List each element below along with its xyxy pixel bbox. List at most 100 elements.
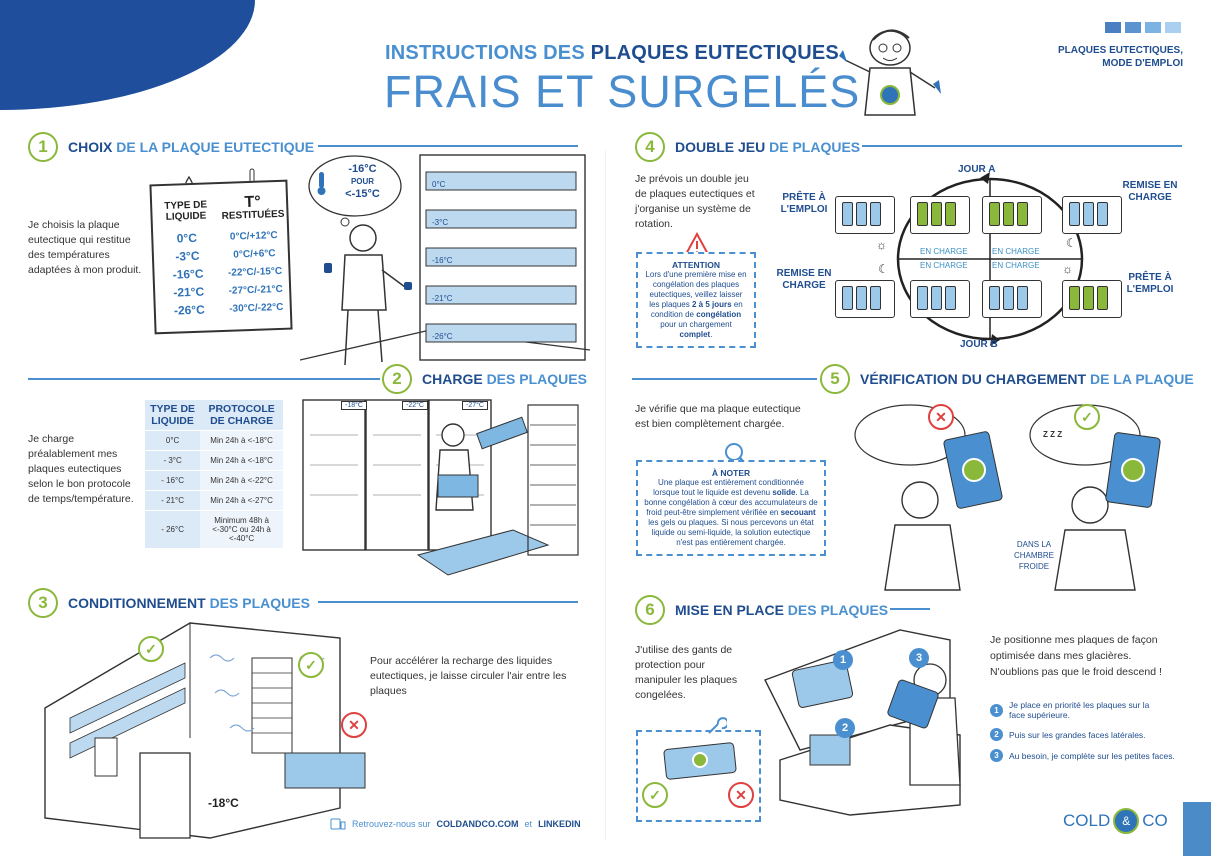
cold-room-label: DANS LA CHAMBRE FROIDE <box>1013 540 1054 571</box>
sign-cell: -26°C <box>173 302 205 318</box>
bubble-text: -16°C POUR <-15°C <box>345 163 380 200</box>
guide-label: PLAQUES EUTECTIQUES, MODE D'EMPLOI <box>1058 44 1183 70</box>
check-icon: ✓ <box>1074 404 1100 430</box>
gloves-box <box>636 730 761 822</box>
cross-icon: ✕ <box>341 712 367 738</box>
section-number: 6 <box>635 595 665 625</box>
sign-cell: -3°C <box>175 248 200 264</box>
sign-cell: 0°C <box>176 230 198 246</box>
list-item: 3 Au besoin, je complète sur les petites… <box>990 749 1184 762</box>
section-number: 1 <box>28 132 58 162</box>
page-tab <box>1183 802 1211 856</box>
check-icon: ✓ <box>298 652 324 678</box>
section-title: CHOIX DE LA PLAQUE EUTECTIQUE <box>68 139 315 155</box>
section-title: CONDITIONNEMENT DES PLAQUES <box>68 595 310 611</box>
footer-and: et <box>524 819 533 829</box>
sign-header-liquid: TYPE DE LIQUIDE <box>164 199 208 223</box>
sign-cell: -30°C/-22°C <box>229 301 284 315</box>
square <box>1125 22 1141 33</box>
shelf-label: -21°C <box>432 294 453 303</box>
guide-line-2: MODE D'EMPLOI <box>1102 58 1183 69</box>
tray-charging <box>910 280 970 318</box>
sun-icon: ☼ <box>1062 262 1073 276</box>
recharge-label: REMISE EN CHARGE <box>776 268 832 291</box>
freezer-temp: -18°C <box>341 401 367 410</box>
square <box>1165 22 1181 33</box>
jour-a-label: JOUR A <box>958 164 996 175</box>
tray-recharge <box>835 280 895 318</box>
tray-charging <box>982 196 1042 234</box>
section-rule <box>28 378 380 380</box>
section-3-header: 3 CONDITIONNEMENT DES PLAQUES <box>28 588 310 618</box>
corner-decoration <box>0 0 255 110</box>
charging-label: EN CHARGE <box>920 247 968 256</box>
guide-line-1: PLAQUES EUTECTIQUES, <box>1057 45 1183 56</box>
brand-logo: COLD & CO <box>1063 808 1168 834</box>
section-3-text: Pour accélérer la recharge des liquides … <box>370 655 567 697</box>
section-1-text: Je choisis la plaque eutectique qui rest… <box>28 219 142 276</box>
section-1-header: 1 CHOIX DE LA PLAQUE EUTECTIQUE <box>28 132 314 162</box>
plate-with-gloves <box>663 742 737 780</box>
section-2-header: 2 CHARGE DES PLAQUES <box>382 364 587 394</box>
step-badge: 1 <box>833 650 853 670</box>
footer-site-link[interactable]: COLDANDCO.COM <box>436 819 519 829</box>
section-5-header: 5 VÉRIFICATION DU CHARGEMENT DE LA PLAQU… <box>820 364 1194 394</box>
freezer-temp: -27°C <box>462 401 488 410</box>
sign-cell: 0°C/+12°C <box>229 229 278 243</box>
step-badge: 3 <box>909 648 929 668</box>
list-item: 2 Puis sur les grandes faces latérales. <box>990 728 1184 741</box>
charging-label: EN CHARGE <box>992 261 1040 270</box>
section-rule <box>862 145 1182 147</box>
placement-steps: 1 Je place en priorité les plaques sur l… <box>990 700 1184 762</box>
info-note: À NOTER Une plaque est entièrement condi… <box>636 460 826 556</box>
sign-cell: -27°C/-21°C <box>228 283 283 297</box>
section-6-header: 6 MISE EN PLACE DES PLAQUES <box>635 595 888 625</box>
freezer-temp: -22°C <box>402 401 428 410</box>
sign-cell: -22°C/-15°C <box>227 265 283 279</box>
sleep-text: Z Z Z <box>1043 430 1063 439</box>
section-rule <box>318 145 578 147</box>
shelf-label: -16°C <box>432 256 453 265</box>
cross-icon: ✕ <box>928 404 954 430</box>
check-icon: ✓ <box>138 636 164 662</box>
section-number: 4 <box>635 132 665 162</box>
table-header: PROTOCOLE DE CHARGE <box>200 400 283 431</box>
shelving-illustration <box>300 154 590 366</box>
check-icon: ✓ <box>642 782 668 808</box>
attention-note: ATTENTION Lors d'une première mise en co… <box>636 252 756 348</box>
shelf-label: 0°C <box>432 180 446 189</box>
table-header: TYPE DE LIQUIDE <box>145 400 201 431</box>
sign-cell: -21°C <box>173 284 205 300</box>
thought-bubble <box>308 155 402 227</box>
cross-icon: ✕ <box>728 782 754 808</box>
footer-linkedin-link[interactable]: LINKEDIN <box>538 819 581 829</box>
section-number: 3 <box>28 588 58 618</box>
section-number: 5 <box>820 364 850 394</box>
cooler-illustration <box>764 629 961 816</box>
sun-icon: ☼ <box>876 238 887 252</box>
sign-cell: -16°C <box>172 266 204 282</box>
tray-charging <box>910 196 970 234</box>
cold-descends-text: N'oublions pas que le froid descend ! <box>990 666 1162 678</box>
list-item: 1 Je place en priorité les plaques sur l… <box>990 700 1184 720</box>
page-subtitle: INSTRUCTIONS DES PLAQUES EUTECTIQUES <box>385 42 839 64</box>
section-4-text: Je prévois un double jeu de plaques eute… <box>635 173 755 230</box>
section-rule <box>632 378 817 380</box>
tray-ready <box>1062 280 1122 318</box>
attention-title: ATTENTION <box>671 260 720 270</box>
section-title: DOUBLE JEU DE PLAQUES <box>675 139 861 155</box>
mascot-illustration <box>839 29 941 116</box>
charging-label: EN CHARGE <box>920 261 968 270</box>
section-rule <box>890 608 930 610</box>
square <box>1145 22 1161 33</box>
moon-icon: ☾ <box>1066 236 1077 250</box>
ready-label: PRÊTE À L'EMPLOI <box>780 192 828 215</box>
cold-room-illustration <box>44 622 366 839</box>
section-2-text: Je charge préalablement mes plaques eute… <box>28 433 134 505</box>
charging-label: EN CHARGE <box>992 247 1040 256</box>
